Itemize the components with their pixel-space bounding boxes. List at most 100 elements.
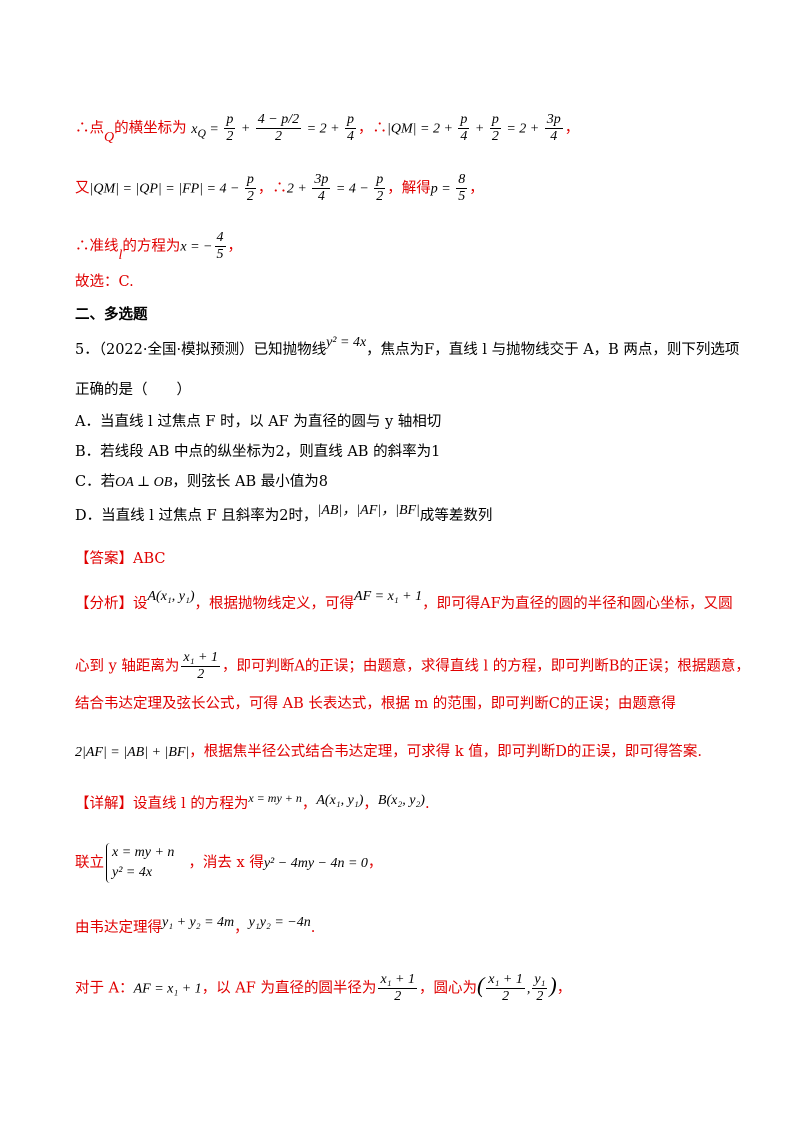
math-q: Q bbox=[104, 129, 115, 145]
text: ，∴ bbox=[358, 120, 388, 137]
text: ，消去 x 得 bbox=[188, 855, 264, 871]
math: B(x₂, y₂) bbox=[377, 793, 425, 808]
analysis-line-4: 2|AF| = |AB| + |BF|，根据焦半径公式结合韦达定理，可求得 k … bbox=[75, 742, 702, 763]
analysis-line-3: 结合韦达定理及弦长公式，可得 AB 长表达式，根据 m 的范围，即可判断C的正误… bbox=[75, 696, 676, 712]
math: 2|AF| = |AB| + |BF| bbox=[75, 745, 190, 760]
text: . bbox=[424, 796, 430, 812]
text: ，∴ bbox=[257, 180, 287, 197]
math: x = my + n bbox=[248, 791, 302, 805]
analysis-line-1: 【分析】设A(x₁, y₁)，根据抛物线定义，可得AF = x₁ + 1，即可得… bbox=[75, 589, 733, 615]
text: 对于 A： bbox=[75, 980, 134, 997]
math: OA ⊥ OB bbox=[115, 475, 173, 490]
math: = 4 − bbox=[332, 181, 373, 197]
math: 2 + bbox=[286, 181, 311, 197]
text: ，焦点为F，直线 l 与抛物线交于 A，B 两点，则下列选项 bbox=[366, 342, 740, 358]
text: ∴准线 bbox=[75, 238, 119, 255]
text: 【详解】设直线 l 的方程为 bbox=[75, 796, 249, 812]
text: . bbox=[310, 920, 316, 936]
text: ，根据焦半径公式结合韦达定理，可求得 k 值，即可判断D的正误，即可得答案. bbox=[189, 744, 703, 760]
math: + bbox=[237, 121, 254, 137]
math: y² = 4x bbox=[326, 335, 367, 350]
text: ，则弦长 AB 最小值为8 bbox=[172, 474, 328, 490]
text: ， bbox=[367, 855, 383, 871]
text: ，圆心为 bbox=[418, 980, 477, 997]
detail-line-3: 由韦达定理得y₁ + y₂ = 4m，y₁y₂ = −4n. bbox=[75, 915, 316, 939]
text: 又 bbox=[75, 180, 90, 197]
option-d: D．当直线 l 过焦点 F 且斜率为2时，|AB|，|AF|，|BF|成等差数列 bbox=[75, 503, 493, 527]
math: y² − 4my − 4n = 0 bbox=[263, 856, 368, 871]
text: 【分析】设 bbox=[75, 596, 148, 612]
math-l: l bbox=[118, 247, 123, 263]
option-b: B．若线段 AB 中点的纵坐标为2，则直线 AB 的斜率为1 bbox=[75, 444, 441, 460]
math: |AB|，|AF|，|BF| bbox=[317, 503, 420, 518]
text: 的方程为 bbox=[122, 238, 181, 255]
comma: , bbox=[526, 981, 531, 997]
text: 联立 bbox=[75, 855, 104, 871]
text: ，解得 bbox=[387, 180, 431, 197]
text: 的横坐标为 bbox=[114, 120, 187, 137]
math: p = bbox=[430, 181, 455, 197]
text: ∴点 bbox=[75, 120, 104, 137]
center-coordinates: ( bbox=[476, 972, 485, 998]
option-c: C．若OA ⊥ OB，则弦长 AB 最小值为8 bbox=[75, 472, 328, 493]
math: A(x₁, y₁) bbox=[147, 589, 195, 604]
math: A(x₁, y₁) bbox=[316, 793, 364, 808]
question-5-line-1: 5．（2022·全国·模拟预测）已知抛物线y² = 4x，焦点为F，直线 l 与… bbox=[75, 335, 740, 361]
text: ， bbox=[227, 238, 243, 255]
math: x = − bbox=[180, 239, 213, 255]
answer-line: 【答案】ABC bbox=[75, 551, 166, 567]
text: ， bbox=[301, 796, 317, 812]
section-heading: 二、多选题 bbox=[75, 306, 148, 323]
math: AF = x₁ + 1 bbox=[354, 589, 423, 604]
math: |QM| = 2 + bbox=[387, 121, 457, 137]
text: 成等差数列 bbox=[419, 508, 493, 524]
math: y₁ + y₂ = 4m bbox=[162, 915, 235, 930]
text: ，即可判断A的正误；由题意，求得直线 l 的方程，即可判断B的正误；根据题意， bbox=[221, 658, 750, 675]
detail-line-1: 【详解】设直线 l 的方程为x = my + n，A(x₁, y₁)，B(x₂,… bbox=[75, 791, 430, 815]
math: AF = x₁ + 1 bbox=[133, 981, 202, 997]
paren-close: ) bbox=[549, 972, 557, 998]
math: = 2 + bbox=[502, 121, 543, 137]
text: ，根据抛物线定义，可得 bbox=[194, 596, 355, 612]
text: ， bbox=[564, 120, 580, 137]
text: 由韦达定理得 bbox=[75, 920, 162, 936]
question-5-line-2: 正确的是（ ） bbox=[75, 382, 191, 398]
text: ， bbox=[234, 920, 249, 936]
math: |QM| = |QP| = |FP| = 4 − bbox=[89, 181, 243, 197]
math: = 2 + bbox=[303, 121, 344, 137]
option-a: A．当直线 l 过焦点 F 时，以 AF 为直径的圆与 y 轴相切 bbox=[75, 414, 442, 430]
text: ， bbox=[363, 796, 378, 812]
math: y₁y₂ = −4n bbox=[248, 915, 311, 930]
math: xQ = bbox=[191, 121, 223, 140]
text: C．若 bbox=[75, 474, 116, 490]
text: ， bbox=[469, 180, 484, 197]
text: ，以 AF 为直径的圆半径为 bbox=[201, 980, 377, 997]
choose-line: 故选：C. bbox=[75, 274, 134, 290]
math: + bbox=[471, 121, 488, 137]
text: 心到 y 轴距离为 bbox=[75, 658, 180, 675]
text: ，即可得AF为直径的圆的半径和圆心坐标，又圆 bbox=[422, 596, 733, 612]
text: D．当直线 l 过焦点 F 且斜率为2时， bbox=[75, 508, 318, 524]
